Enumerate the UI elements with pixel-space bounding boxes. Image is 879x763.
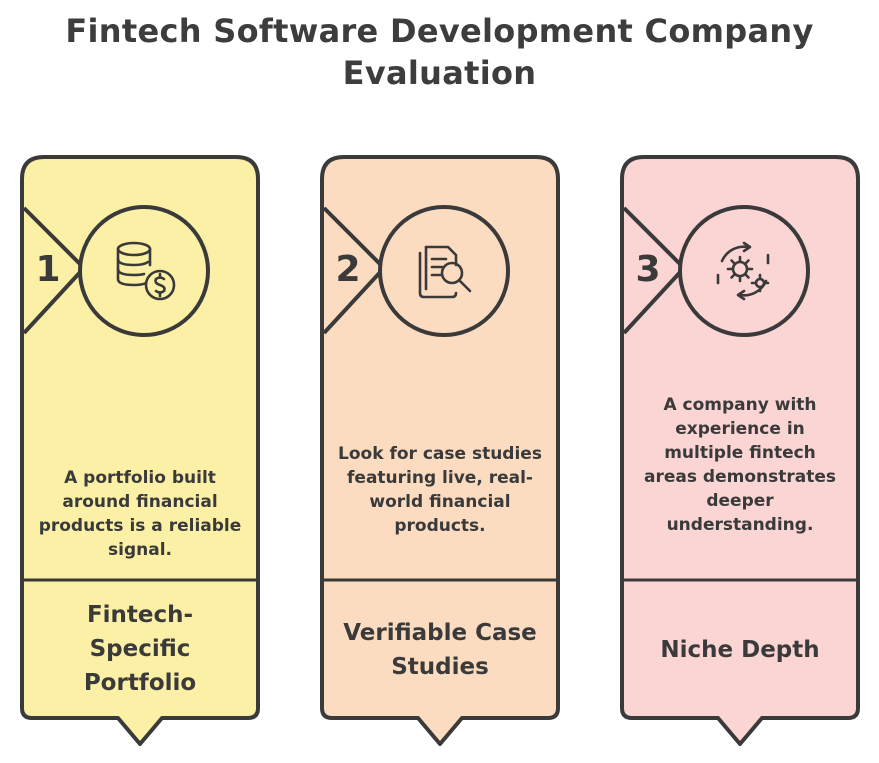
page-title: Fintech Software Development Company Eva… [65,12,814,92]
card-2-label: Verifiable Case Studies [343,620,537,680]
card-3-description: A company with experience in multiple fi… [644,395,836,535]
card-3-number: 3 [635,249,661,290]
card-1-description: A portfolio built around financial produ… [38,468,242,560]
coins-dollar-icon [104,231,184,315]
card-2-number: 2 [335,249,361,290]
document-search-icon [404,231,484,315]
card-2-description: Look for case studies featuring live, re… [338,444,542,536]
card-1-label: Fintech-Specific Portfolio [83,602,197,696]
card-1-number: 1 [35,249,61,290]
gears-cycle-icon [704,231,784,315]
card-3-label: Niche Depth [660,637,820,663]
